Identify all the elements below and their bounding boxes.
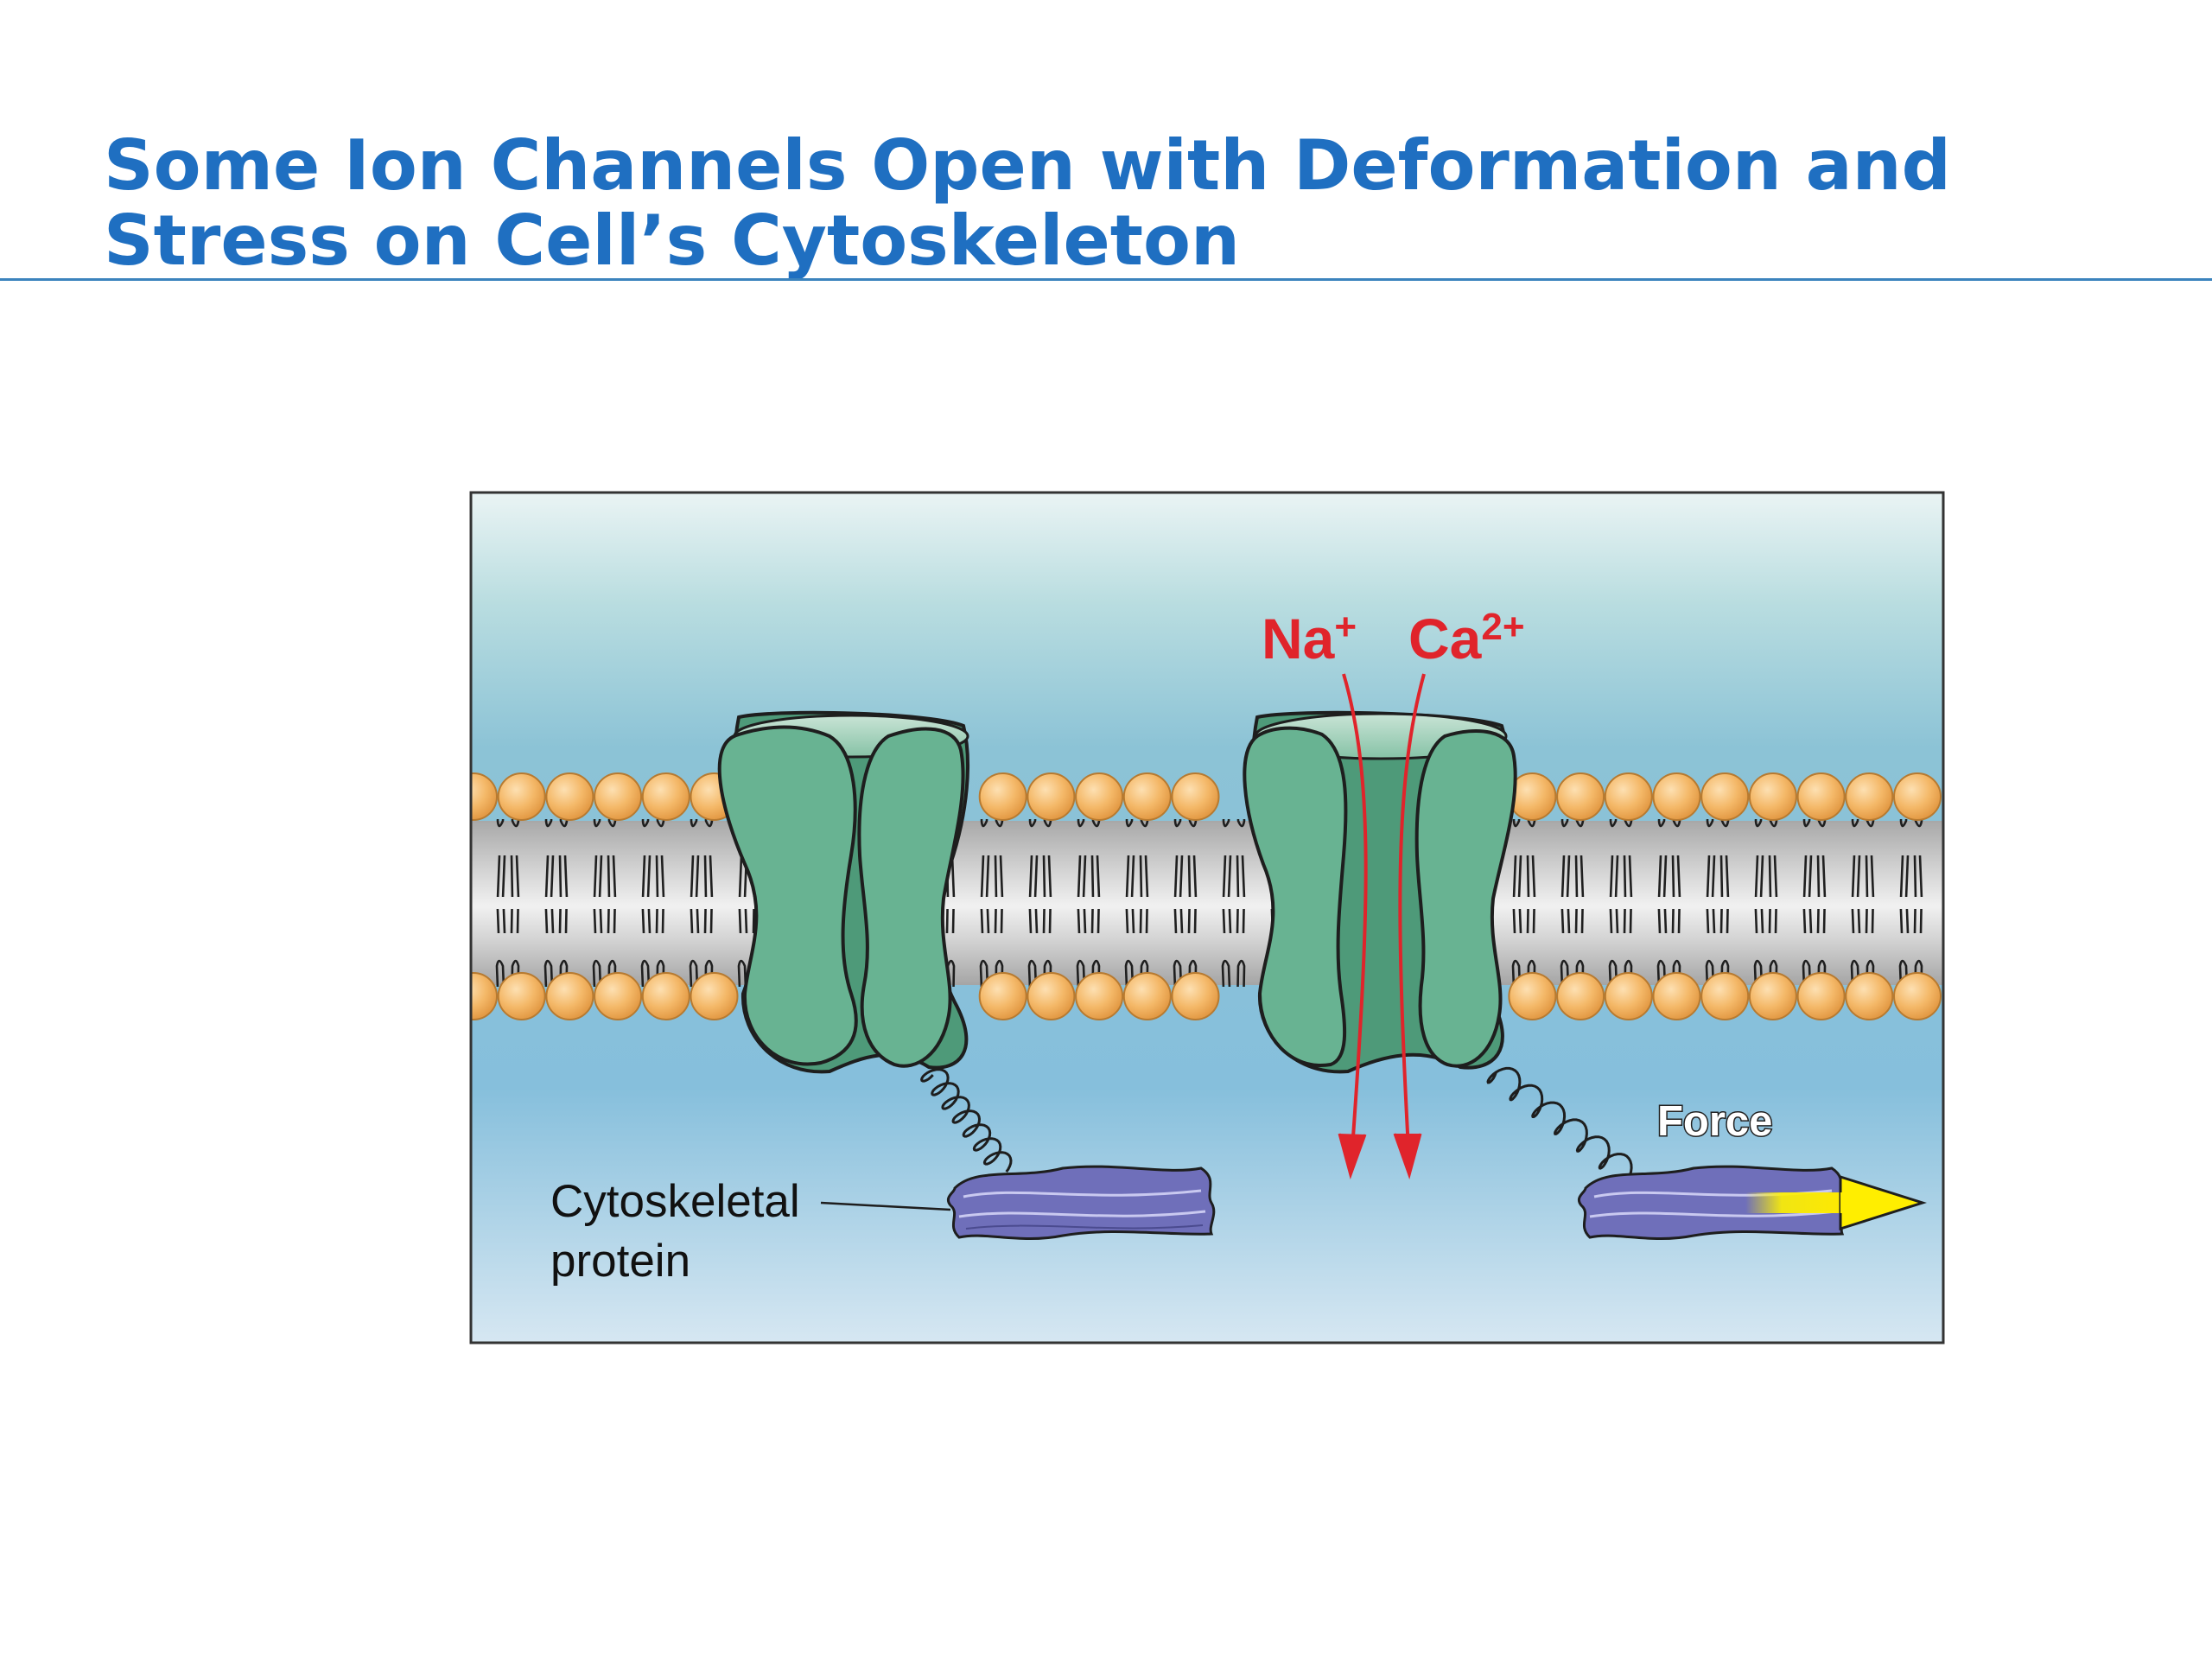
lipid-head: [641, 972, 690, 1020]
lipid-head: [978, 772, 1027, 821]
sodium-symbol: Na: [1262, 607, 1336, 671]
tether-spring-left: [920, 1068, 1013, 1173]
lipid-head: [1556, 772, 1605, 821]
lipid-head: [545, 772, 594, 821]
lipid-head: [1845, 972, 1894, 1020]
lipid-head: [1700, 772, 1750, 821]
lipid-head: [641, 772, 690, 821]
ion-flow-arrows: [1338, 673, 1426, 1180]
cytoskeletal-leader-line: [820, 1201, 951, 1211]
lipid-head: [1652, 972, 1701, 1020]
calcium-symbol: Ca: [1408, 607, 1483, 671]
lipid-head: [1027, 972, 1076, 1020]
slide-title-line-1: Some Ion Channels Open with Deformation …: [104, 125, 1951, 206]
lipid-head: [497, 772, 546, 821]
closed-ion-channel: [717, 710, 969, 1074]
sodium-ion-label: Na+: [1262, 606, 1357, 671]
lipid-heads-outer-leaflet: [471, 772, 1942, 821]
lipid-head: [1604, 972, 1653, 1020]
lipid-tails-outer: [471, 819, 1943, 897]
lipid-head: [594, 972, 643, 1020]
slide-title-line-2: Stress on Cell’s Cytoskeleton: [104, 200, 1240, 281]
cytoskeletal-protein-label-line-2: protein: [550, 1236, 690, 1287]
lipid-head: [978, 972, 1027, 1020]
lipid-head: [1508, 972, 1557, 1020]
lipid-head: [1796, 772, 1846, 821]
lipid-head: [1845, 772, 1894, 821]
lipid-head: [471, 772, 498, 821]
cytoskeletal-protein-label-line-1: Cytoskeletal: [550, 1176, 800, 1227]
sodium-charge: +: [1334, 606, 1357, 648]
open-ion-channel: [1243, 710, 1517, 1074]
lipid-head: [1171, 972, 1220, 1020]
calcium-ion-label: Ca2+: [1408, 606, 1525, 671]
slide-title: Some Ion Channels Open with Deformation …: [104, 128, 2126, 278]
cytoskeletal-protein-left: [946, 1165, 1216, 1241]
lipid-head: [1604, 772, 1653, 821]
lipid-head: [1556, 972, 1605, 1020]
lipid-head: [545, 972, 594, 1020]
lipid-head: [1893, 772, 1942, 821]
title-divider: [0, 278, 2212, 281]
lipid-head: [1122, 772, 1172, 821]
lipid-head: [1075, 972, 1124, 1020]
lipid-heads-inner-leaflet: [471, 972, 1942, 1020]
tether-spring-right: [1486, 1066, 1633, 1176]
force-label: Force: [1657, 1098, 1772, 1145]
lipid-head: [1748, 772, 1797, 821]
lipid-head: [471, 972, 498, 1020]
lipid-head: [1796, 972, 1846, 1020]
lipid-head: [1027, 772, 1076, 821]
lipid-head: [1122, 972, 1172, 1020]
lipid-head: [497, 972, 546, 1020]
lipid-head: [1171, 772, 1220, 821]
lipid-head: [690, 972, 739, 1020]
figure-panel-border: [469, 491, 1945, 1344]
lipid-head: [594, 772, 643, 821]
calcium-charge: 2+: [1481, 606, 1524, 648]
lipid-head: [1893, 972, 1942, 1020]
lipid-head: [1700, 972, 1750, 1020]
force-arrow: [1745, 1174, 1927, 1231]
lipid-head: [1748, 972, 1797, 1020]
lipid-head: [1075, 772, 1124, 821]
lipid-head: [1652, 772, 1701, 821]
